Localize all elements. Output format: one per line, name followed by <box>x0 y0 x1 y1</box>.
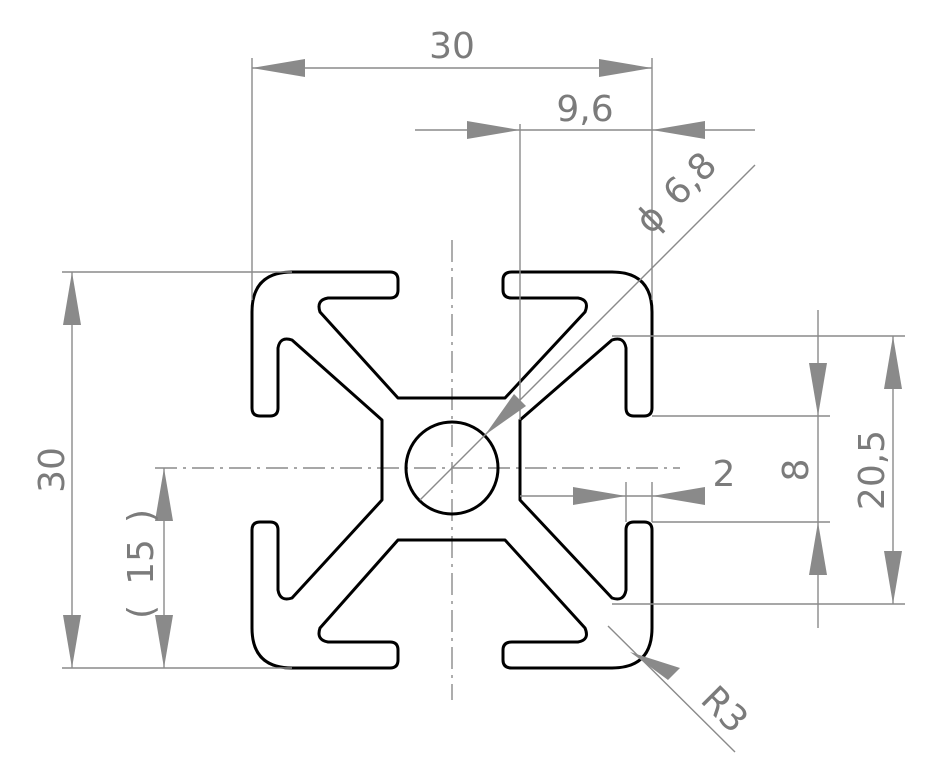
label-wall-thickness: 2 <box>713 454 736 495</box>
diameter-symbol: ϕ <box>628 196 674 242</box>
arrow-wall-right <box>652 487 705 505</box>
profile-outline <box>250 270 654 670</box>
dimension-geometry <box>62 58 905 753</box>
label-half-height: ( 15 ) <box>121 509 162 619</box>
label-bore-diameter: ϕ 6,8 <box>628 145 725 242</box>
label-slot-offset: 9,6 <box>556 89 613 130</box>
radius-leader <box>607 625 736 753</box>
diameter-leader <box>419 164 756 501</box>
arrow-slot-right <box>652 121 705 139</box>
arrow-half-bottom <box>155 615 173 668</box>
label-overall-width: 30 <box>429 26 475 67</box>
arrow-half-top <box>155 468 173 521</box>
half-height-value: 15 <box>121 539 162 585</box>
arrow-wall-left <box>573 487 626 505</box>
diameter-value: 6,8 <box>656 145 725 214</box>
label-overall-height: 30 <box>32 447 73 493</box>
arrow-slot-left <box>467 121 520 139</box>
arrow-radius <box>630 652 680 680</box>
label-slot-opening: 8 <box>776 459 817 482</box>
label-slot-outer: 20,5 <box>852 430 893 510</box>
arrow-outer-bottom <box>884 551 902 604</box>
half-height-paren-right: ) <box>121 509 162 523</box>
label-corner-radius: R3 <box>693 678 756 741</box>
arrow-height-bottom <box>63 615 81 668</box>
arrow-opening-top <box>809 363 827 416</box>
arrow-width-left <box>252 59 305 77</box>
center-bore <box>404 420 500 516</box>
arrow-height-top <box>63 272 81 325</box>
centerlines <box>155 240 680 700</box>
arrow-diameter <box>485 394 526 435</box>
arrow-width-right <box>599 59 652 77</box>
half-height-paren-left: ( <box>121 605 162 619</box>
arrow-outer-top <box>884 336 902 389</box>
outer-contour <box>250 270 654 670</box>
arrow-opening-bottom <box>809 522 827 575</box>
